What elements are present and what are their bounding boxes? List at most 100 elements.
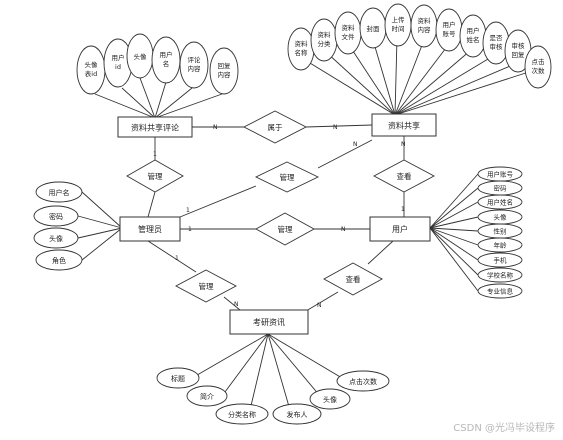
relation-manage-exam: 管理	[175, 269, 237, 303]
attr-label: 角色	[52, 256, 66, 265]
attr-label: 姓名	[467, 35, 480, 44]
attr-label: 时间	[392, 24, 405, 33]
attr-ellipse	[215, 403, 269, 425]
line-share-attr	[394, 69, 536, 116]
attr-ellipse	[336, 370, 390, 392]
attr-label: 用户	[160, 50, 173, 59]
attr-comment-avatar: 头像	[126, 33, 154, 79]
attr-label: 点击	[532, 57, 546, 66]
csdn-watermark: CSDN @光冯毕设程序	[453, 423, 555, 434]
attr-label: 资料	[295, 39, 309, 48]
entity-box	[371, 113, 437, 137]
cardinality-label: N	[341, 226, 346, 233]
attr-label: 用户账号	[487, 170, 514, 179]
relation-label: 管理	[278, 224, 293, 234]
exam-attributes: 标题 简介 分类名称 发布人 头像 点击次数	[156, 367, 390, 425]
attr-label: 用户姓名	[487, 198, 513, 207]
entity-comment: 资料共享评论	[117, 116, 193, 138]
line-manage-exam	[223, 296, 241, 311]
attr-ellipse	[209, 47, 239, 95]
attr-label: 回复	[218, 61, 232, 70]
relation-label: 查看	[346, 274, 361, 284]
entity-box	[229, 309, 309, 335]
line-admin-attr	[77, 227, 123, 239]
line-user-attr	[429, 201, 479, 229]
line-share-attr	[348, 44, 396, 116]
attr-label: 审核	[512, 41, 526, 50]
attr-label: 表id	[85, 69, 97, 78]
line-comment-attr	[94, 93, 156, 119]
attr-exam-avatar: 头像	[309, 388, 351, 410]
attr-label: 头像	[134, 52, 148, 61]
attr-share-user-name: 用户 姓名	[459, 14, 487, 58]
cardinality-label: N	[213, 124, 218, 131]
attr-exam-publisher: 发布人	[272, 403, 322, 425]
attr-label: 内容	[218, 70, 232, 79]
attr-user-name: 用户姓名	[477, 194, 523, 210]
cardinality-label: N	[333, 124, 338, 131]
line-exam-attr	[249, 333, 269, 411]
attr-label: 专业信息	[487, 287, 514, 296]
line-admin-attr	[81, 191, 123, 229]
attr-share-file: 资料 文件	[334, 11, 362, 55]
attr-label: 简介	[200, 392, 214, 401]
line-admin-attr	[81, 227, 123, 261]
relation-manage-share: 管理	[254, 161, 320, 193]
entity-box	[369, 216, 431, 242]
attr-label: 资料	[318, 30, 332, 39]
share-attributes: 资料 名称 资料 分类 资料 文件 封面 上传 时间 资料 内容	[287, 3, 552, 89]
attr-label: 用户	[112, 53, 125, 62]
relation-label: 管理	[148, 171, 163, 181]
attr-share-name: 资料 名称	[287, 27, 315, 71]
attr-ellipse	[186, 385, 228, 407]
attr-ellipse	[309, 388, 351, 410]
line-user-attr	[429, 216, 479, 229]
attr-ellipse	[524, 45, 552, 89]
cardinality-label: 1	[153, 151, 157, 158]
cardinality-label: 1	[401, 206, 405, 213]
admin-attributes: 用户名 密码 头像 角色	[33, 181, 83, 271]
attr-ellipse	[33, 227, 79, 249]
attr-comment-avatar-table-id: 头像 表id	[76, 45, 106, 95]
line-share-attr	[394, 39, 425, 116]
attr-share-review-reply: 审核 回复	[504, 29, 532, 73]
relation-manage-user: 管理	[255, 212, 315, 246]
line-share-attr	[394, 49, 472, 116]
line-comment-attr	[154, 87, 193, 119]
line-comment-attr	[154, 93, 223, 119]
entity-label: 用户	[392, 224, 408, 234]
attr-label: 用户	[467, 26, 480, 35]
line-manage-admin	[147, 191, 156, 218]
entity-label: 资料共享评论	[131, 123, 179, 133]
entity-label: 管理员	[138, 224, 162, 234]
attr-label: 资料	[418, 16, 432, 25]
user-attributes: 用户账号 密码 用户姓名 头像 性别 年龄 手机 学校名称	[477, 166, 523, 299]
line-user-attr	[429, 227, 479, 232]
attr-user-major: 专业信息	[477, 283, 523, 299]
attr-label: 手机	[494, 256, 508, 265]
relation-diamond	[373, 159, 435, 193]
attr-label: 学校名称	[487, 271, 514, 280]
line-user-attr	[429, 227, 479, 276]
attr-label: 回复	[512, 50, 526, 59]
attr-exam-intro: 简介	[186, 385, 228, 407]
line-manage-share	[317, 139, 373, 169]
attr-label: 资料	[342, 23, 356, 32]
attr-exam-category: 分类名称	[215, 403, 269, 425]
relation-view-share: 查看	[373, 159, 435, 193]
attr-user-password: 密码	[477, 180, 523, 196]
entity-share: 资料共享	[371, 113, 437, 137]
attr-label: 用户	[443, 20, 456, 29]
attr-label: id	[115, 63, 121, 71]
attr-label: 上传	[392, 15, 406, 24]
attr-label: 密码	[494, 184, 508, 193]
comment-attributes: 头像 表id 用户 id 头像 用户 名 评论 内容 回复 内容	[76, 33, 239, 95]
attr-ellipse	[477, 237, 523, 253]
attr-comment-reply: 回复 内容	[209, 47, 239, 95]
attr-label: 头像	[85, 60, 99, 69]
line-belongs-share	[305, 124, 373, 128]
entity-label: 考研资讯	[253, 317, 285, 327]
line-share-attr	[394, 63, 516, 116]
attr-label: 头像	[323, 395, 337, 404]
attr-admin-password: 密码	[33, 205, 79, 227]
